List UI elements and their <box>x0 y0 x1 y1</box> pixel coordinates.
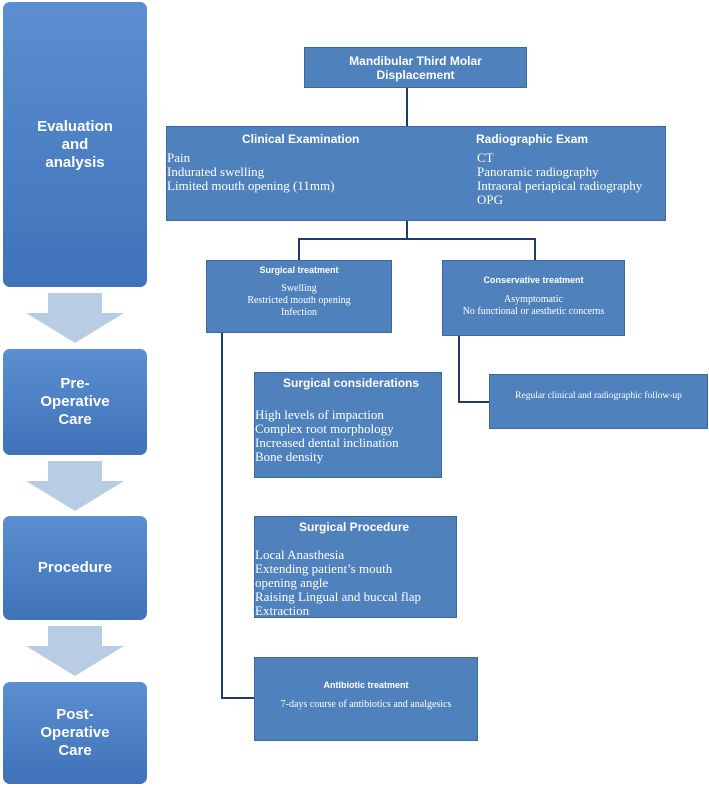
connector-line <box>458 401 489 403</box>
antibiotic-treatment-box: Antibiotic treatment 7-days course of an… <box>254 657 478 741</box>
radiographic-list: CT Panoramic radiography Intraoral peria… <box>477 151 642 207</box>
conservative-treatment-box: Conservative treatment Asymptomatic No f… <box>442 260 625 336</box>
connector-line <box>406 88 408 128</box>
list-item: Asymptomatic <box>504 294 563 305</box>
list-item: Restricted mouth opening <box>247 295 351 306</box>
stage-label: Post- <box>56 706 94 723</box>
list-item: Extending patient’s mouth <box>255 561 393 576</box>
list-item: OPG <box>477 192 504 207</box>
stage-procedure: Procedure <box>3 516 147 620</box>
clinical-title: Clinical Examination <box>242 132 360 146</box>
antibiotic-text: 7-days course of antibiotics and analges… <box>280 699 452 710</box>
connector-line <box>406 221 408 239</box>
list-item: No functional or aesthetic concerns <box>462 306 605 317</box>
list-item: Limited mouth opening (11mm) <box>167 178 335 193</box>
root-title-line: Mandibular Third Molar <box>349 54 482 68</box>
root-box: Mandibular Third Molar Displacement <box>304 47 527 88</box>
connector-line <box>221 333 223 699</box>
procedure-title: Surgical Procedure <box>299 520 410 534</box>
list-item: opening angle <box>255 575 329 590</box>
list-item: Complex root morphology <box>255 421 394 436</box>
list-item: Extraction <box>255 603 310 618</box>
connector-line <box>458 336 460 403</box>
clinical-list: Pain Indurated swelling Limited mouth op… <box>167 151 334 193</box>
list-item: Bone density <box>255 449 324 464</box>
radiographic-title: Radiographic Exam <box>476 132 589 146</box>
surgical-treatment-title: Surgical treatment <box>259 265 339 275</box>
surgical-treatment-box: Surgical treatment Swelling Restricted m… <box>206 260 392 333</box>
list-item: Local Anasthesia <box>255 547 345 562</box>
stage-label: Pre- <box>60 375 90 392</box>
stage-label: and <box>61 135 89 153</box>
stage-label: Care <box>58 742 92 759</box>
down-arrow-icon <box>26 461 124 511</box>
stage-label: Care <box>58 411 92 428</box>
stage-label: Operative <box>40 724 110 741</box>
stage-label: analysis <box>45 153 105 171</box>
list-item: CT <box>477 150 494 165</box>
conservative-treatment-title: Conservative treatment <box>483 275 584 285</box>
examination-box: Clinical Examination Pain Indurated swel… <box>166 126 666 221</box>
list-item: Increased dental inclination <box>255 435 399 450</box>
antibiotic-title: Antibiotic treatment <box>323 680 409 690</box>
list-item: Pain <box>167 150 191 165</box>
down-arrow-icon <box>26 293 124 343</box>
followup-box: Regular clinical and radiographic follow… <box>489 374 708 429</box>
root-title-line: Displacement <box>376 68 455 82</box>
down-arrow-icon <box>26 626 124 676</box>
list-item: Panoramic radiography <box>477 164 599 179</box>
connector-line <box>221 697 256 699</box>
surgical-considerations-box: Surgical considerations High levels of i… <box>254 372 442 478</box>
list-item: Raising Lingual and buccal flap <box>255 589 422 604</box>
list-item: Indurated swelling <box>167 164 265 179</box>
considerations-title: Surgical considerations <box>283 376 420 390</box>
surgical-procedure-box: Surgical Procedure Local Anasthesia Exte… <box>254 516 457 618</box>
list-item: Intraoral periapical radiography <box>477 178 643 193</box>
stage-label: Evaluation <box>37 117 113 135</box>
followup-text: Regular clinical and radiographic follow… <box>515 391 682 401</box>
connector-line <box>298 238 536 240</box>
connector-line <box>534 238 536 261</box>
procedure-list: Local Anasthesia Extending patient’s mou… <box>255 548 421 618</box>
list-item: High levels of impaction <box>255 407 384 422</box>
connector-line <box>298 238 300 261</box>
considerations-list: High levels of impaction Complex root mo… <box>255 408 399 464</box>
stage-label: Procedure <box>37 559 113 576</box>
list-item: Infection <box>280 307 318 318</box>
list-item: Swelling <box>281 283 317 294</box>
stage-label: Operative <box>40 393 110 410</box>
